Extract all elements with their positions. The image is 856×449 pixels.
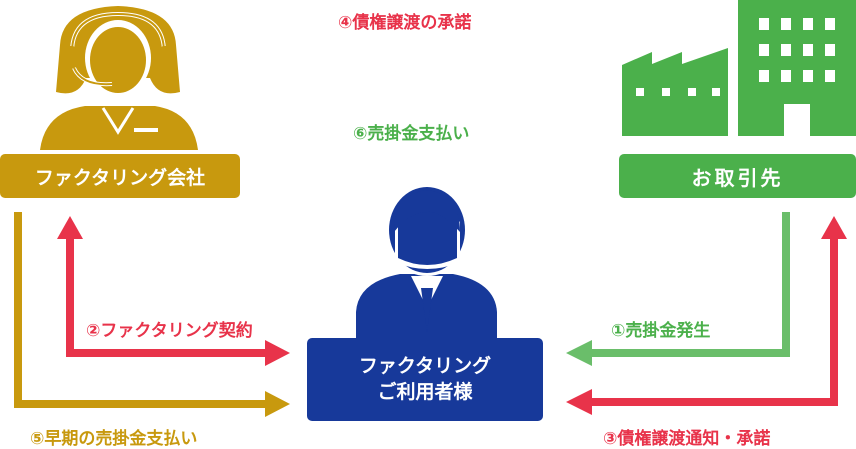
arrow-early-payment xyxy=(14,212,290,417)
step-2-label: ②ファクタリング契約 xyxy=(86,321,253,341)
factoring-company-label: ファクタリング会社 xyxy=(34,166,206,189)
arrow-assignment-notice xyxy=(566,216,847,415)
business-person-icon xyxy=(356,180,497,338)
step-3-label: ③債権譲渡通知・承諾 xyxy=(603,429,771,449)
factory-building-icon xyxy=(622,0,856,136)
step-1-label: ①売掛金発生 xyxy=(611,321,711,341)
arrow-factoring-contract xyxy=(57,216,290,366)
factoring-company-box: ファクタリング会社 xyxy=(0,154,240,198)
step-5-label: ⑤早期の売掛金支払い xyxy=(30,429,198,449)
step-6-label: ⑥売掛金支払い xyxy=(353,124,470,144)
business-partner-label: お取引先 xyxy=(691,165,784,190)
headset-operator-icon xyxy=(40,6,198,150)
step-4-label: ④債権譲渡の承諾 xyxy=(338,13,472,33)
user-label-line1: ファクタリング xyxy=(358,354,492,377)
user-label-line2: ご利用者様 xyxy=(377,380,473,403)
user-box: ファクタリング ご利用者様 xyxy=(307,338,543,421)
business-partner-box: お取引先 xyxy=(619,154,856,198)
arrow-receivable-occurrence xyxy=(566,212,790,366)
